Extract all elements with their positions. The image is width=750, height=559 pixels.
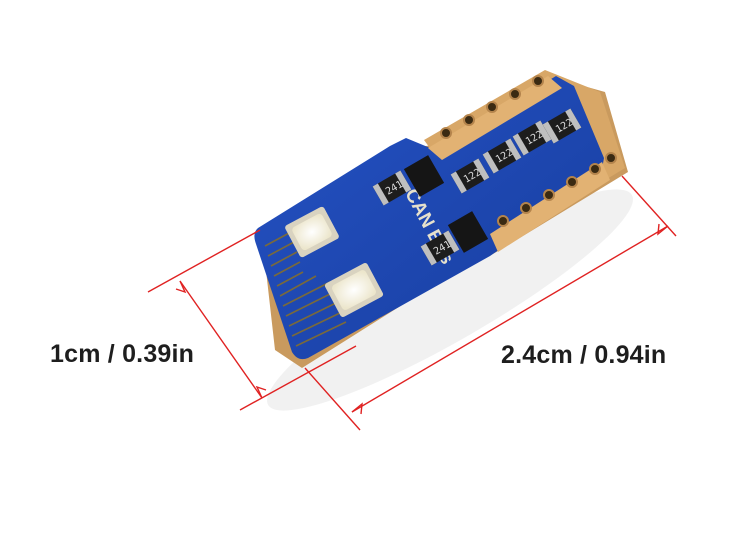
width-dimension-line <box>147 229 357 411</box>
copper-rail-bottom <box>490 162 610 252</box>
pin-holes-top <box>440 75 544 139</box>
width-dimension-label: 1cm / 0.39in <box>50 340 195 368</box>
resistor-122-d: 122 <box>542 108 582 144</box>
led-top <box>285 206 339 258</box>
ic-chip-a <box>403 155 445 197</box>
resistor-122-c: 122 <box>512 120 552 156</box>
pcb-trace-comb <box>264 231 347 347</box>
copper-rail-top <box>428 76 562 160</box>
length-dimension-line <box>304 175 677 431</box>
resistor-241-a: 241 <box>372 170 412 206</box>
resistor-241-b: 241 <box>420 230 460 266</box>
length-dimension-label: 2.4cm / 0.94in <box>501 341 667 369</box>
led-bottom <box>324 263 384 317</box>
resistor-122-b: 122 <box>482 138 522 174</box>
ic-chip-b <box>447 211 489 253</box>
pin-holes-bottom <box>497 152 617 227</box>
board-shadow <box>267 189 633 411</box>
resistor-122-a: 122 <box>450 158 490 194</box>
